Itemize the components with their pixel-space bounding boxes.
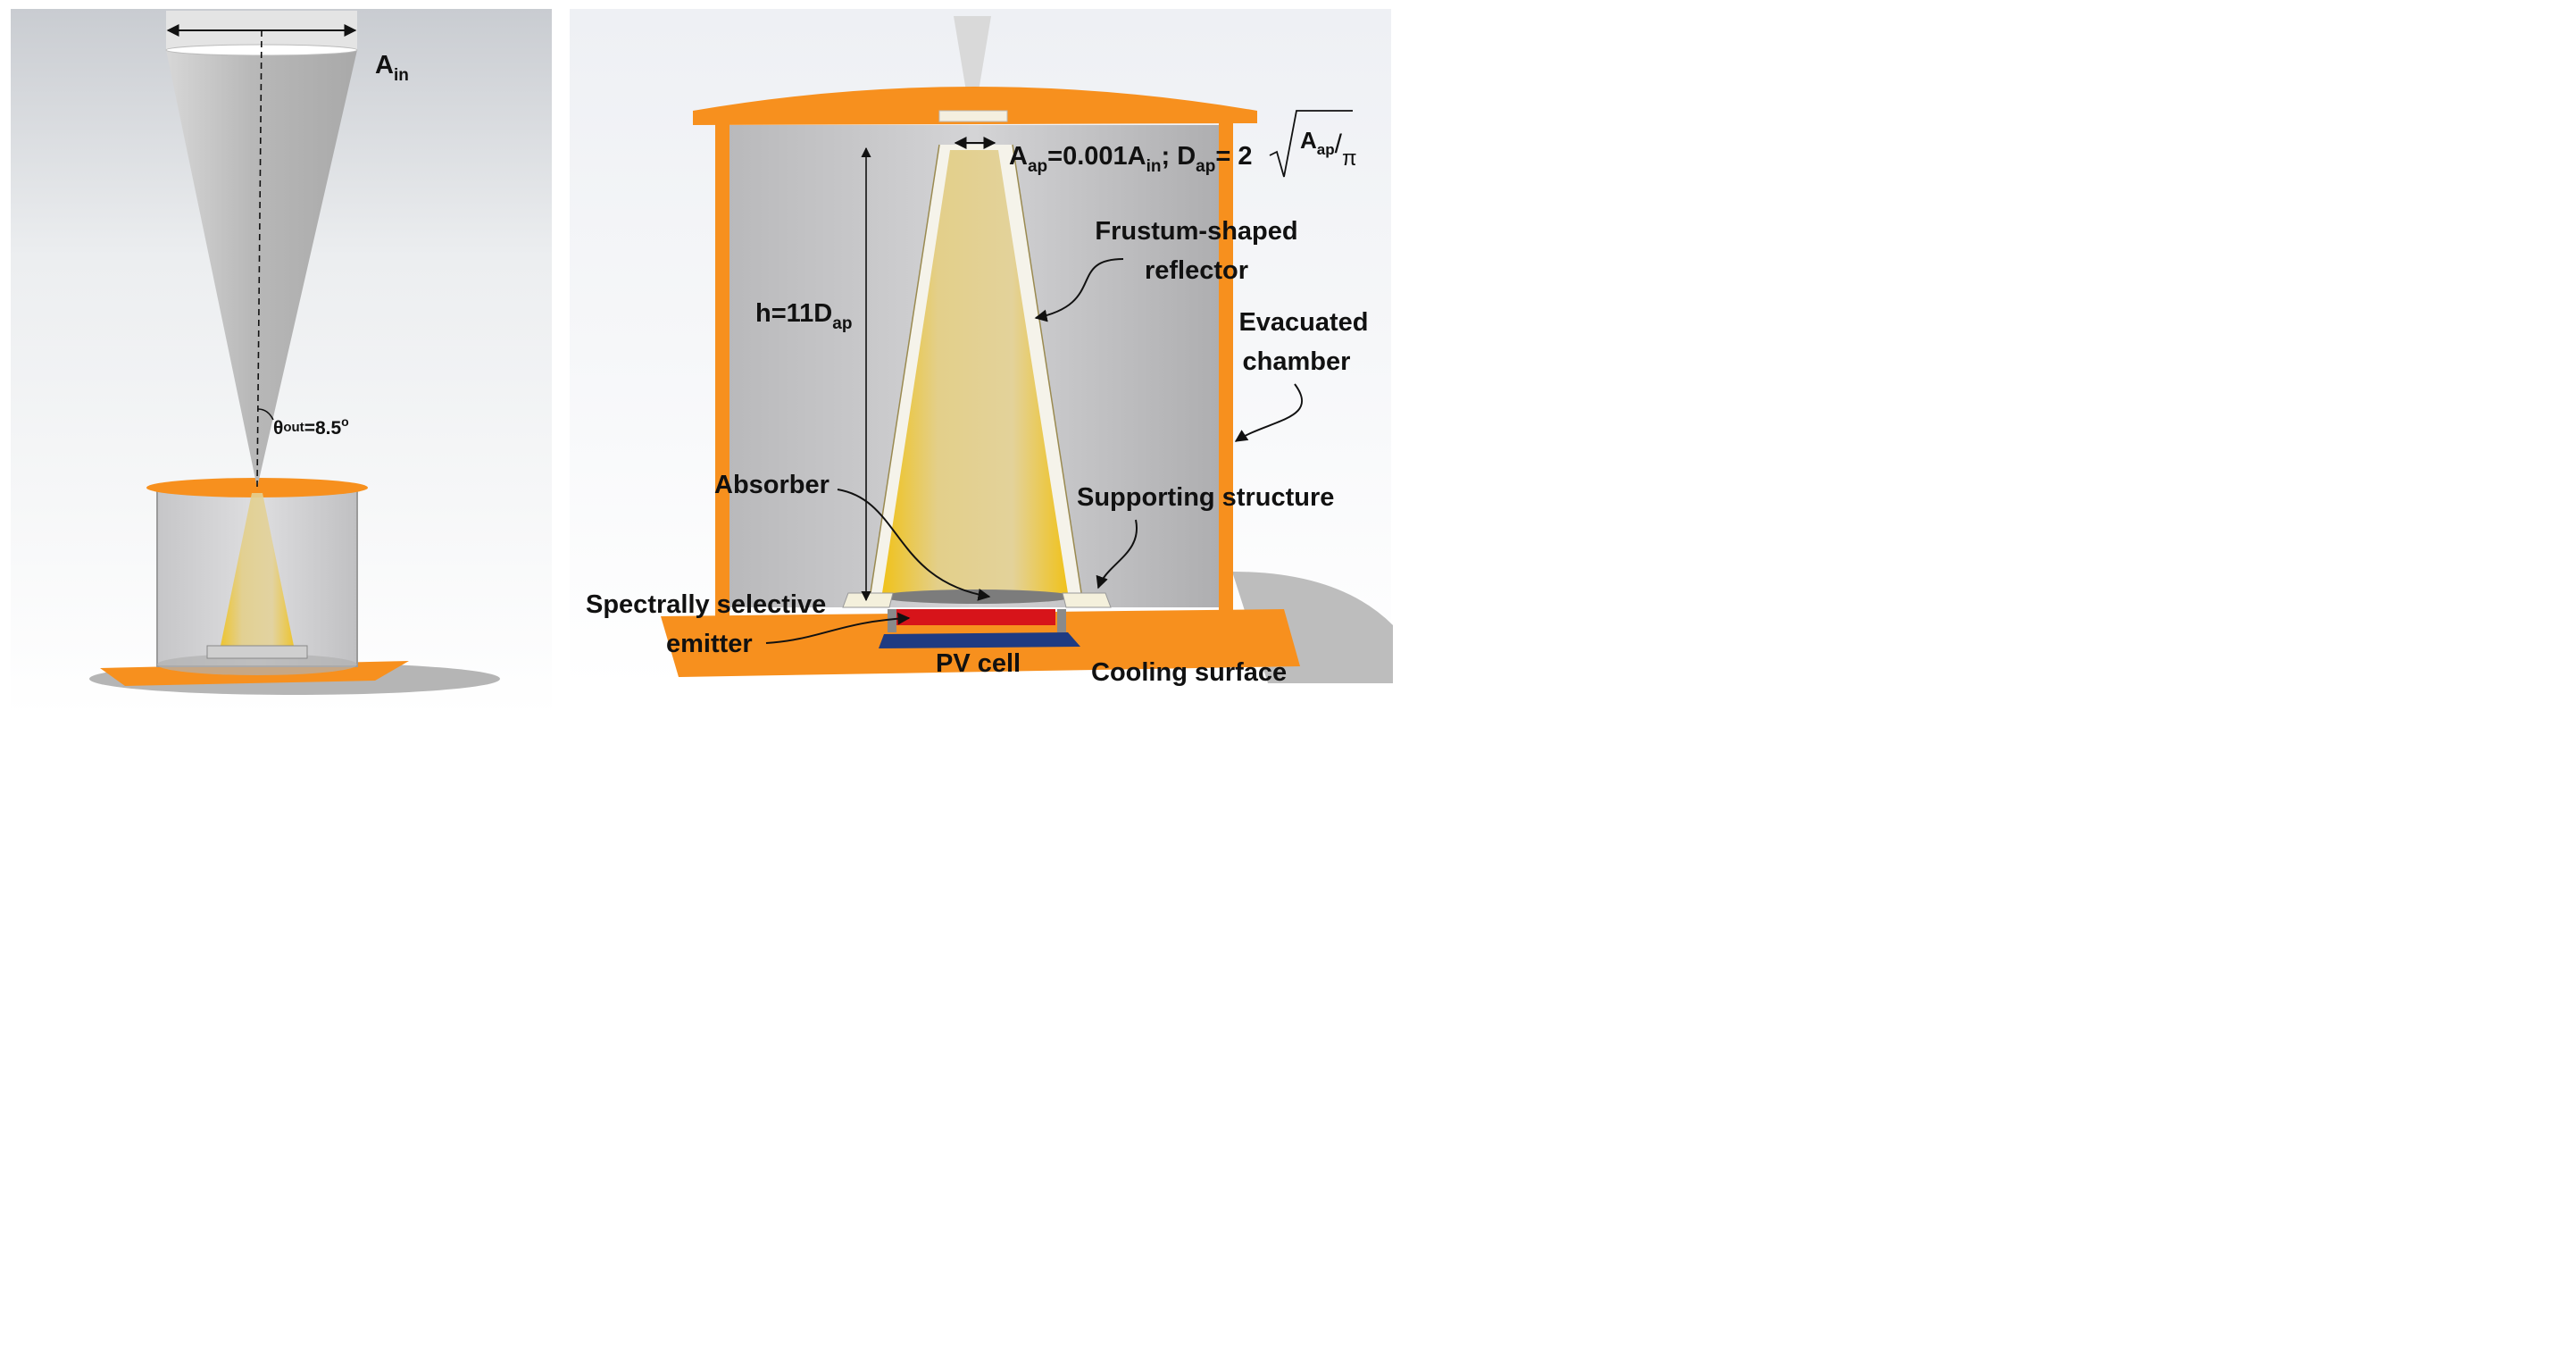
reflector-edge-right: [1012, 144, 1083, 599]
inner-support: [206, 645, 308, 659]
emitter-block: [896, 609, 1055, 625]
support-pointer: [1096, 519, 1138, 589]
a-in-label: Ain: [375, 51, 409, 85]
receiver-bottom: [157, 654, 357, 675]
left-panel: Ain θout=8.5o: [11, 9, 552, 716]
left-wall: [715, 123, 729, 623]
reflector-label-line1: Frustum-shaped: [1095, 217, 1297, 246]
sqrt-fraction: Aap/π: [1300, 127, 1357, 171]
absorber-plate: [880, 589, 1073, 604]
chamber-lid: [693, 87, 1257, 125]
chamber-label-line1: Evacuated: [1238, 308, 1368, 337]
inner-frustum: [220, 493, 295, 650]
supporting-structure-label: Supporting structure: [1077, 483, 1334, 512]
aperture-formula: Aap=0.001Ain; Dap= 2 Aap/π: [1009, 110, 1357, 178]
cone-axis: [256, 29, 263, 489]
theta-label: θout=8.5o: [273, 414, 349, 439]
support-leg-2: [1057, 609, 1066, 632]
lid-aperture: [938, 110, 1008, 122]
chamber-pointer: [1234, 383, 1303, 442]
emitter-label-line2: emitter: [666, 630, 753, 658]
aperture-formula-text: Aap=0.001Ain; Dap= 2: [1009, 142, 1252, 176]
cooling-surface-label: Cooling surface: [1091, 658, 1287, 687]
reflector-inner: [882, 150, 1068, 593]
pv-cell-label: PV cell: [936, 649, 1021, 678]
theta-arc: [257, 408, 274, 421]
emitter-pointer: [765, 612, 911, 644]
support-left: [842, 592, 894, 608]
support-right: [1062, 592, 1112, 608]
chamber-label-line2: chamber: [1243, 347, 1351, 376]
height-label: h=11Dap: [755, 299, 852, 333]
absorber-label: Absorber: [714, 471, 829, 499]
incoming-cone: [166, 50, 357, 488]
incoming-beam: [954, 16, 991, 113]
emitter-label-line1: Spectrally selective: [586, 590, 826, 619]
reflector-label-line2: reflector: [1145, 256, 1248, 285]
right-wall: [1219, 123, 1233, 623]
pv-cell-block: [879, 632, 1080, 648]
reflector-pointer: [1034, 258, 1124, 322]
sqrt-sign: [1269, 110, 1353, 178]
right-panel: Aap=0.001Ain; Dap= 2 Aap/π h=11Dap Frust…: [570, 9, 1393, 688]
reflector-edge-left: [869, 144, 940, 599]
support-leg-1: [888, 609, 896, 632]
diagram-canvas: Ain θout=8.5o: [11, 9, 1393, 716]
absorber-pointer: [837, 489, 991, 601]
